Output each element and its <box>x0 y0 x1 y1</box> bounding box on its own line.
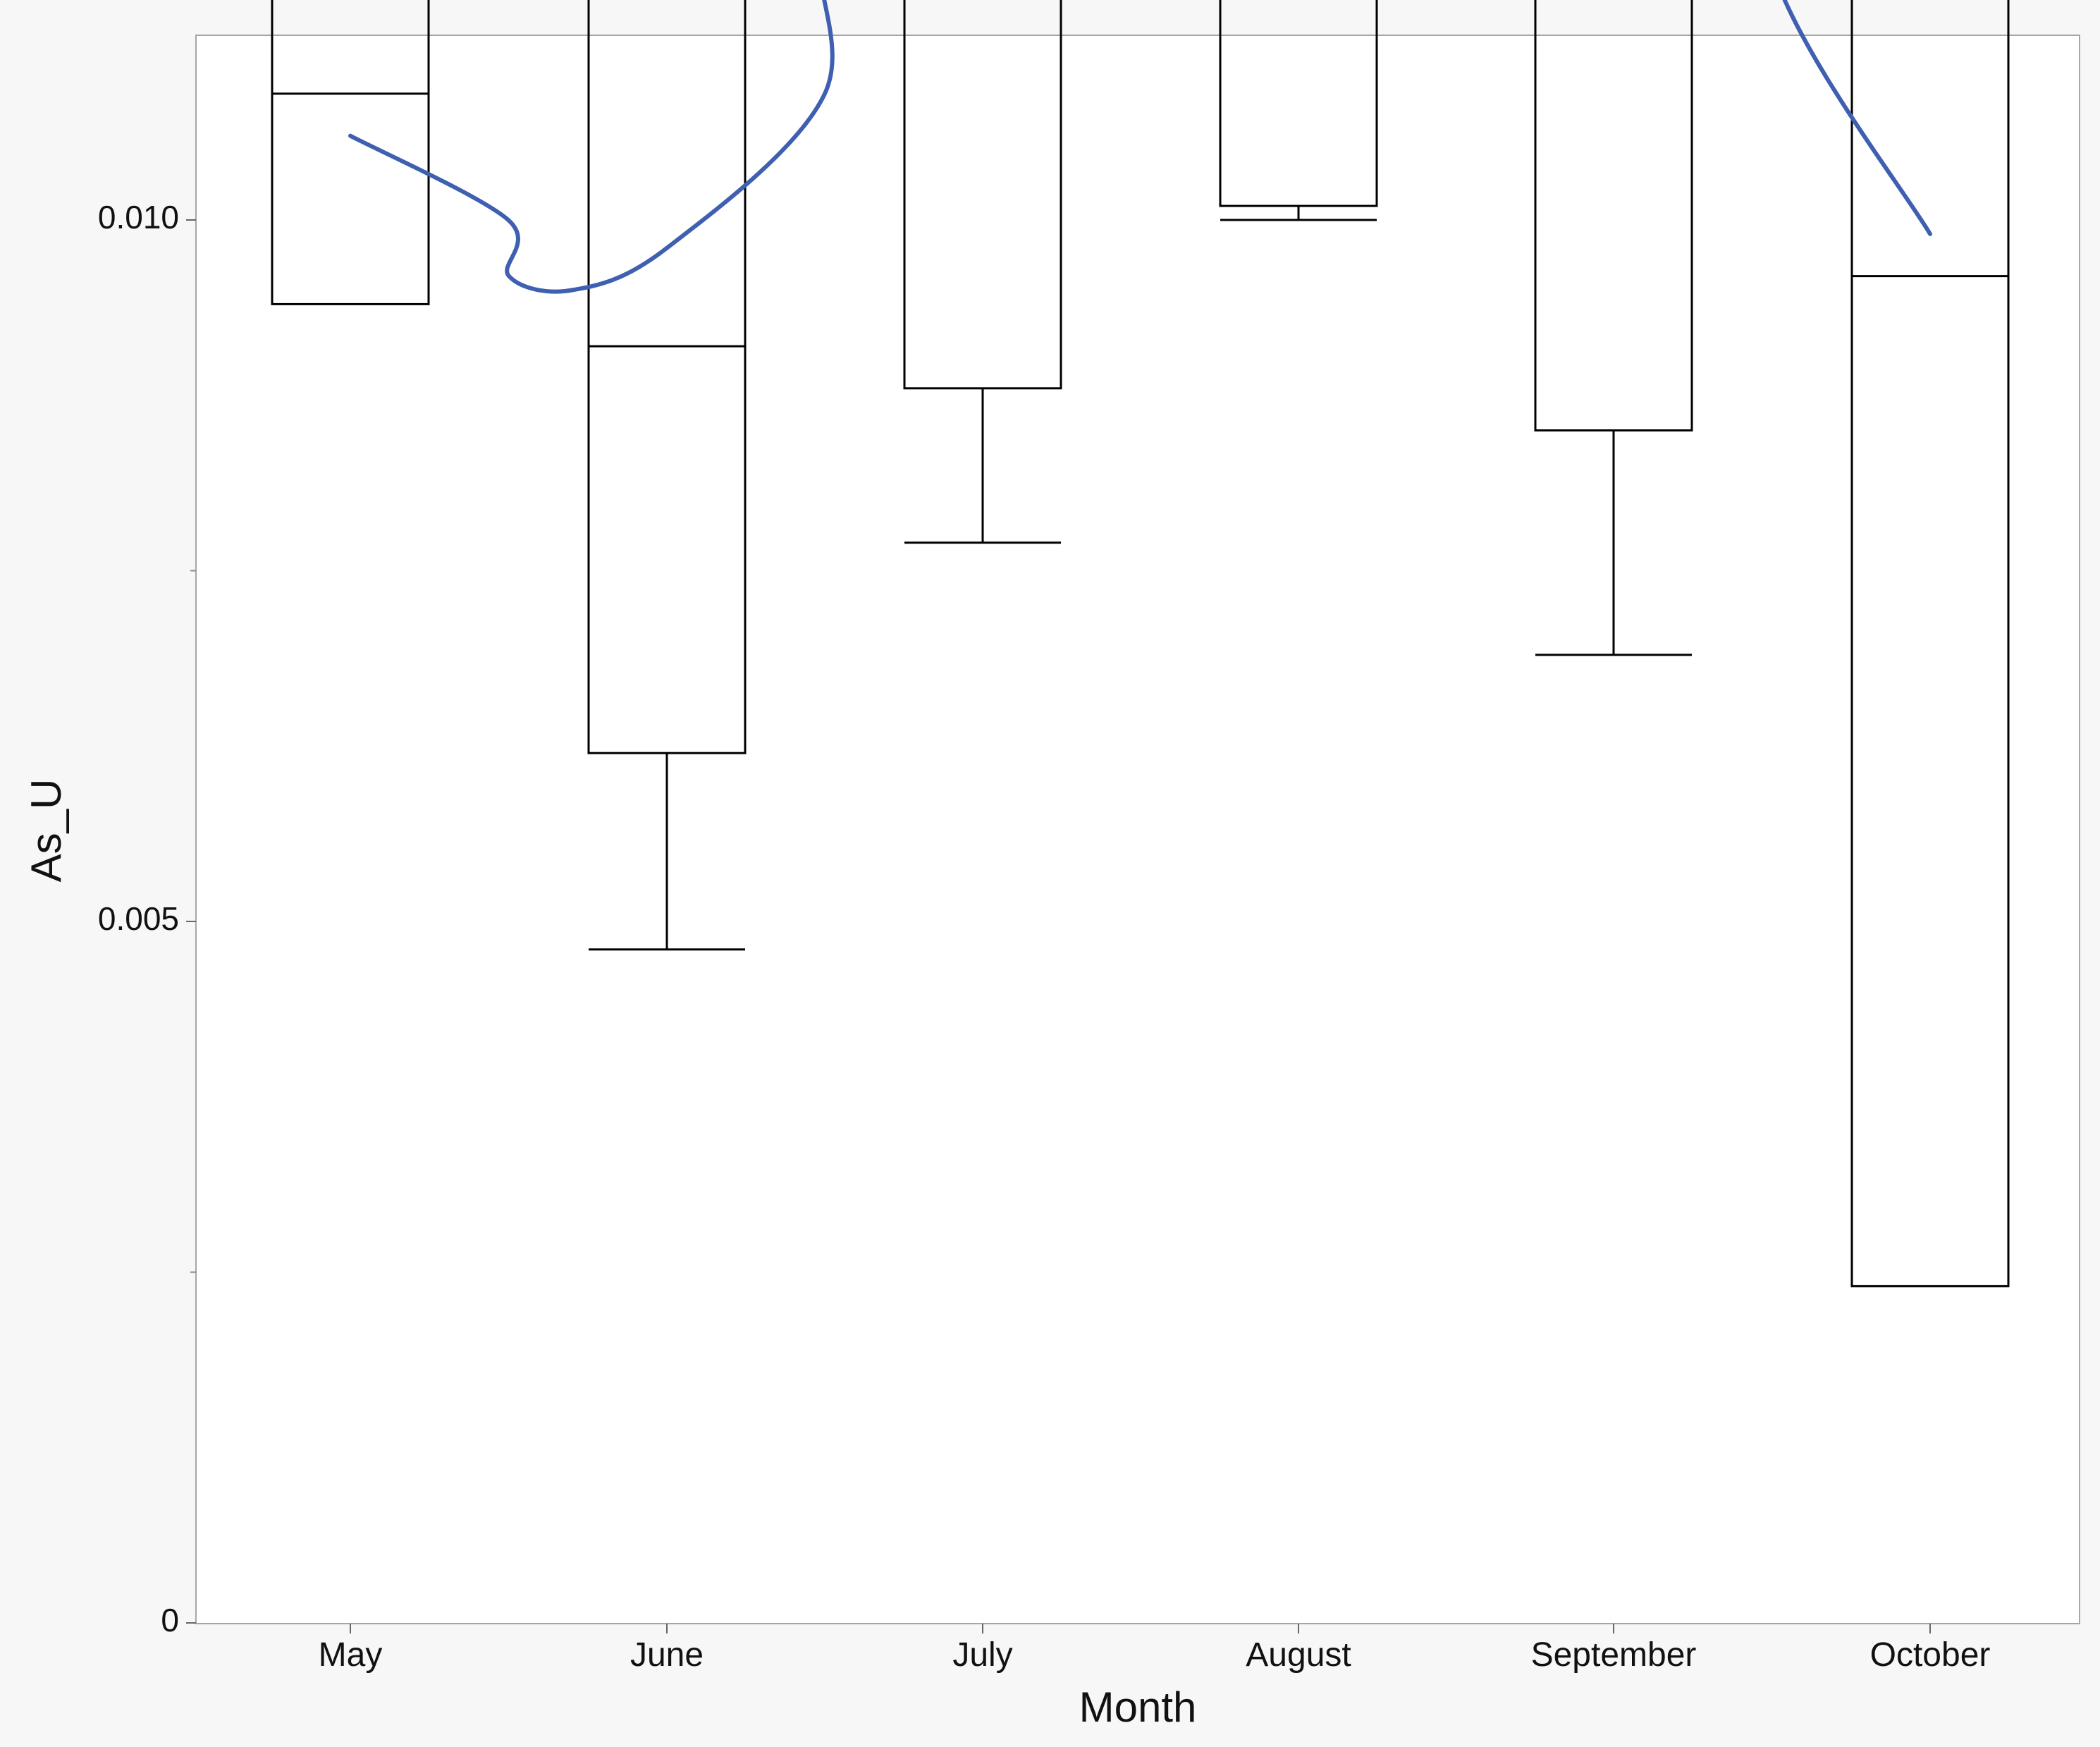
x-tick-label: June <box>630 1636 704 1674</box>
x-axis-title: Month <box>1079 1684 1197 1731</box>
box-iqr <box>903 0 1062 390</box>
x-tick-label: August <box>1246 1636 1351 1674</box>
box-august <box>1219 0 1378 221</box>
x-axis: May June July August September October <box>196 1623 2080 1674</box>
x-tick-label: May <box>319 1636 383 1674</box>
y-tick-label: 0.005 <box>98 900 179 937</box>
x-tick-label: July <box>952 1636 1012 1674</box>
y-tick-label: 0.010 <box>98 199 179 235</box>
box-may <box>271 0 430 305</box>
box-iqr <box>1534 0 1693 431</box>
plot-area <box>195 35 2080 1624</box>
box-iqr <box>1219 0 1378 207</box>
box-september <box>1534 0 1693 656</box>
y-tick-label: 0 <box>161 1602 179 1638</box>
box-october <box>1850 0 2010 1287</box>
y-axis-title: As_U <box>23 779 70 883</box>
box-iqr <box>271 0 430 305</box>
box-iqr <box>1850 0 2010 1287</box>
box-june <box>587 0 747 951</box>
box-series <box>271 0 2010 1287</box>
smoother-line <box>348 0 1932 294</box>
smoother-layer <box>348 0 1932 294</box>
box-iqr <box>587 0 747 754</box>
x-tick-label: October <box>1870 1636 1991 1674</box>
x-tick-label: September <box>1531 1636 1697 1674</box>
box-july <box>903 0 1062 544</box>
